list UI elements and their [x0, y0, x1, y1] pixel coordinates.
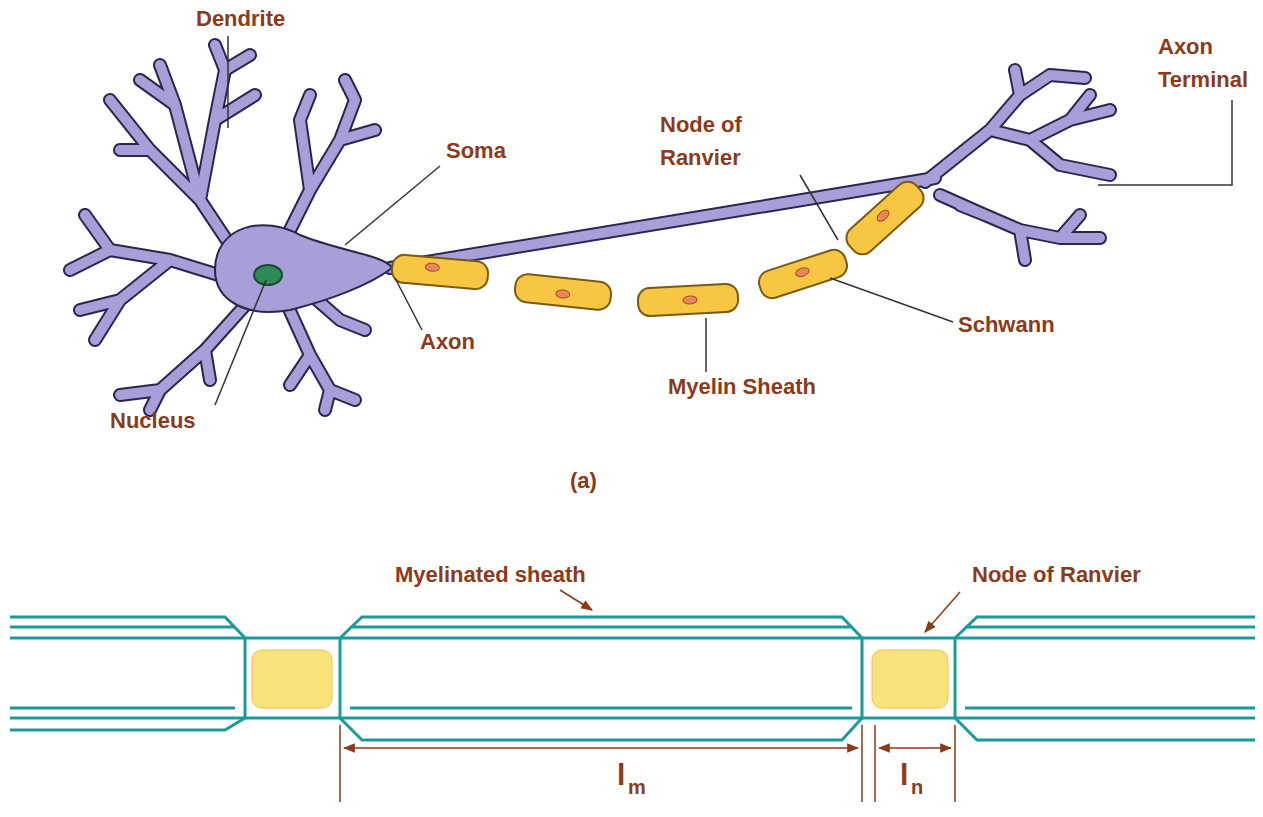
drawing-path — [390, 178, 935, 268]
drawing-path — [110, 45, 255, 260]
part-label: Schwann — [958, 308, 1055, 341]
drawing-g — [391, 254, 489, 290]
drawing-rect — [842, 177, 929, 260]
drawing-g — [514, 273, 612, 311]
part-label: Soma — [446, 134, 506, 167]
dimension-subscript: m — [628, 776, 646, 798]
part-label: Node of Ranvier — [660, 108, 810, 174]
drawing-path — [227, 36, 229, 128]
soma — [215, 225, 392, 312]
part-label: Myelin Sheath — [668, 370, 816, 403]
node-fill — [872, 650, 948, 708]
drawing-rect — [514, 273, 612, 311]
drawing-g — [637, 283, 738, 316]
part-label: Axon Terminal — [1158, 30, 1258, 96]
drawing-path — [955, 617, 1255, 740]
part-label: Axon — [420, 325, 475, 358]
drawing-path — [10, 638, 1255, 718]
part-label: Node of Ranvier — [972, 558, 1141, 591]
drawing-path — [70, 215, 235, 340]
drawing-path — [120, 300, 250, 410]
drawing-ellipse — [683, 296, 697, 305]
nucleus — [254, 265, 282, 285]
dimension-symbol: l — [900, 758, 908, 791]
dendrite-outline — [70, 45, 1110, 410]
drawing-path — [280, 80, 375, 250]
drawing-path — [280, 80, 375, 250]
leader-lines — [215, 36, 1232, 405]
dimension-lines — [340, 590, 960, 802]
drawing-path — [800, 175, 838, 240]
drawing-path — [925, 592, 960, 632]
drawing-path — [340, 617, 862, 740]
myelin-segments — [391, 177, 929, 317]
drawing-path — [390, 178, 935, 268]
drawing-ellipse — [875, 208, 891, 223]
drawing-path — [70, 215, 235, 340]
drawing-g — [842, 177, 929, 260]
drawing-rect — [637, 283, 738, 316]
drawing-path — [215, 280, 266, 405]
drawing-path — [705, 318, 707, 372]
drawing-path — [395, 278, 422, 330]
drawing-ellipse — [425, 263, 440, 272]
axon-section — [10, 617, 1255, 740]
drawing-g — [756, 247, 850, 301]
drawing-path — [10, 617, 245, 730]
dimension-subscript: n — [911, 776, 923, 798]
drawing-path — [879, 747, 951, 749]
drawing-path — [245, 638, 955, 718]
part-label: Myelinated sheath — [395, 558, 586, 591]
drawing-path — [560, 590, 592, 610]
figure-label: (a) — [570, 464, 597, 497]
dendrites — [70, 45, 1110, 410]
drawing-path — [925, 70, 1110, 260]
drawing-path — [925, 70, 1110, 260]
dendrite-fill — [70, 45, 1110, 410]
drawing-path — [830, 278, 953, 322]
part-label: Dendrite — [196, 2, 285, 35]
drawing-path — [215, 225, 392, 312]
drawing-rect — [756, 247, 850, 301]
drawing-rect — [391, 254, 489, 290]
dimension-symbol: l — [617, 758, 625, 791]
drawing-path — [345, 166, 440, 245]
drawing-ellipse — [794, 266, 810, 278]
drawing-ellipse — [555, 289, 570, 298]
drawing-path — [120, 300, 250, 410]
drawing-path — [340, 725, 955, 802]
part-label: Nucleus — [110, 404, 196, 437]
drawing-path — [1098, 100, 1232, 185]
drawing-path — [344, 747, 858, 749]
node-fill — [252, 650, 332, 708]
drawing-path — [110, 45, 255, 260]
